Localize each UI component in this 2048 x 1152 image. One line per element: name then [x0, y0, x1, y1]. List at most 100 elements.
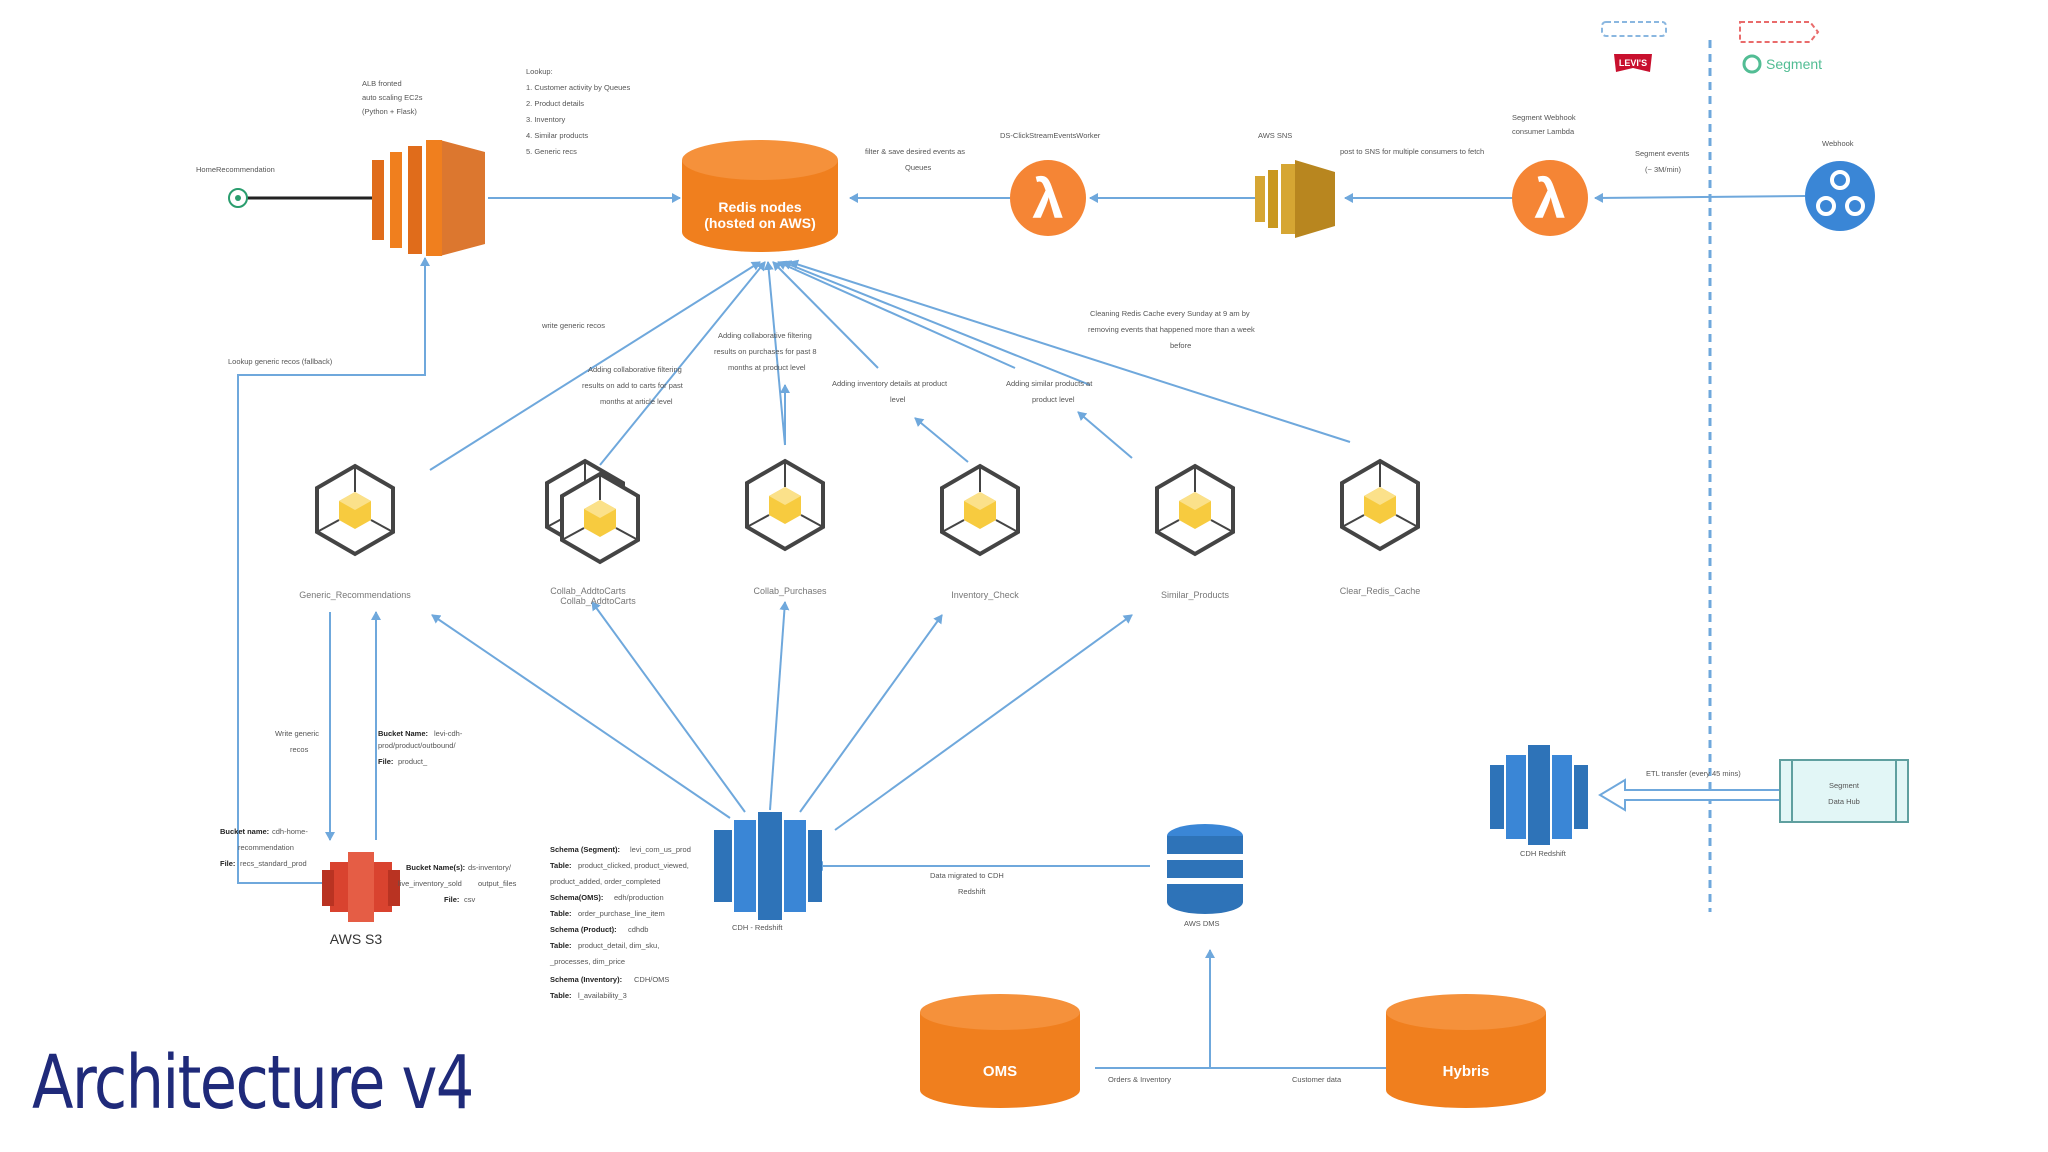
collab-purchase-2: months at product level	[728, 363, 806, 372]
redis-cylinder-icon: Redis nodes (hosted on AWS)	[682, 140, 838, 252]
schema-key-3: Schema(OMS):	[550, 893, 603, 902]
sns-label: AWS SNS	[1258, 131, 1292, 140]
dms-icon	[1167, 824, 1243, 914]
segment-events-0: Segment events	[1635, 149, 1689, 158]
job-collab-addtocarts: Collab_AddtoCarts Collab_AddtoCarts	[545, 459, 640, 606]
write-generic-label: write generic recos	[541, 321, 605, 330]
lookup-5: 5. Generic recs	[526, 147, 577, 156]
write-generic-recs-1: recos	[290, 745, 309, 754]
job-collab-purchases: Collab_Purchases	[745, 459, 827, 596]
collab-add-0: Adding collaborative filtering	[588, 365, 682, 374]
redis-label-0: Redis nodes	[718, 199, 801, 215]
clear-cache-to-redis-arrow	[789, 259, 1351, 443]
bucket-s3-val3: output_files	[478, 879, 517, 888]
redshift-to-inventory-arrow	[799, 614, 943, 813]
lambda-icon-2: λ	[1512, 160, 1588, 236]
job-generic-recommendations: Generic_Recommendations	[299, 464, 411, 600]
svg-text:λ: λ	[1032, 167, 1063, 230]
redshift-right-label: CDH Redshift	[1520, 849, 1567, 858]
schema-val-7: _processes, dim_price	[549, 957, 625, 966]
collab-purchase-1: results on purchases for past 8	[714, 347, 817, 356]
segment-box-1: Data Hub	[1828, 797, 1860, 806]
lambda1-arrow-0: filter & save desired events as	[865, 147, 965, 156]
bucket-right-key: Bucket Name:	[378, 729, 428, 738]
job-label-1: Collab_AddtoCarts	[550, 586, 626, 596]
bucket-s3-val2: live_inventory_sold	[398, 879, 462, 888]
adding-inventory-0: Adding inventory details at product	[832, 379, 948, 388]
redshift-to-generic-arrow	[431, 614, 731, 819]
customer-data-label: Customer data	[1292, 1075, 1342, 1084]
job-clear-redis-cache: Clear_Redis_Cache	[1340, 459, 1421, 596]
sns-icon	[1255, 160, 1335, 238]
svg-text:λ: λ	[1534, 167, 1565, 230]
lambda1-label: DS-ClickStreamEventsWorker	[1000, 131, 1101, 140]
segment-logo: Segment	[1739, 21, 1822, 74]
schema-val-1: product_clicked, product_viewed,	[578, 861, 689, 870]
adding-inventory-1: level	[890, 395, 906, 404]
lambda2-label-0: Segment Webhook	[1512, 113, 1576, 122]
schema-val-3: edh/production	[614, 893, 664, 902]
home-recommendation-node: HomeRecommendation	[196, 165, 275, 208]
redshift-to-collab-add-arrow	[591, 601, 746, 813]
lookup-generic-fallback-arrow	[237, 257, 430, 884]
collab-purchase-0: Adding collaborative filtering	[718, 331, 812, 340]
similar-job-arrow	[1077, 411, 1133, 459]
collab-add-to-redis-arrow	[599, 261, 766, 466]
hybris-label: Hybris	[1443, 1063, 1490, 1080]
bucket-right-val: levi-cdh-	[434, 729, 463, 738]
s3-bucket-icon	[322, 852, 400, 922]
webhook-icon	[1805, 161, 1875, 231]
adding-similar-0: Adding similar products at	[1006, 379, 1093, 388]
schema-val-2: product_added, order_completed	[550, 877, 661, 886]
webhook-to-lambda2-arrow	[1594, 192, 1806, 203]
bucket-s3-val: ds-inventory/	[468, 863, 512, 872]
bucket-left-val2: recommendation	[238, 843, 294, 852]
bucket-left-file: File:	[220, 859, 235, 868]
job-label-5: Clear_Redis_Cache	[1340, 586, 1421, 596]
inventory-to-redis-arrow	[777, 260, 1016, 369]
lambda2-label-1: consumer Lambda	[1512, 127, 1575, 136]
schema-val-0: levi_com_us_prod	[630, 845, 691, 854]
orders-inventory-label: Orders & Inventory	[1108, 1075, 1171, 1084]
alb-label-2: (Python + Flask)	[362, 107, 417, 116]
bucket-s3-file: File:	[444, 895, 459, 904]
levis-logo: LEVI'S	[1601, 21, 1667, 72]
schema-val-4: order_purchase_line_item	[578, 909, 665, 918]
lambda1-arrow-1: Queues	[905, 163, 932, 172]
lambda-icon: λ	[1010, 160, 1086, 236]
home-recommendation-label: HomeRecommendation	[196, 165, 275, 174]
inventory-job-arrow	[914, 417, 969, 463]
adding-similar-1: product level	[1032, 395, 1075, 404]
alb-label-1: auto scaling EC2s	[362, 93, 423, 102]
schema-block: Schema (Segment): levi_com_us_prod Table…	[549, 845, 691, 1000]
schema-key-4: Table:	[550, 909, 572, 918]
lookup-3: 3. Inventory	[526, 115, 565, 124]
bucket-left-key: Bucket name:	[220, 827, 269, 836]
job-label-2: Collab_Purchases	[753, 586, 827, 596]
data-migrated-0: Data migrated to CDH	[930, 871, 1004, 880]
segment-datahub-box: Segment Data Hub	[1779, 759, 1909, 823]
bucket-left-val: cdh-home-	[272, 827, 308, 836]
schema-val-5: cdhdb	[628, 925, 648, 934]
job-label-0: Generic_Recommendations	[299, 590, 411, 600]
webhook-label: Webhook	[1822, 139, 1854, 148]
lookup-1: 1. Customer activity by Queues	[526, 83, 630, 92]
lookup-generic-label: Lookup generic recos (fallback)	[228, 357, 333, 366]
slide-title: Architecture v4	[32, 1040, 474, 1126]
etl-hollow-arrow	[1598, 778, 1781, 812]
lookup-2: 2. Product details	[526, 99, 584, 108]
generic-to-redis-arrow	[429, 261, 761, 471]
write-generic-recs-0: Write generic	[275, 729, 319, 738]
job-inventory-check: Inventory_Check	[940, 464, 1020, 600]
redshift-main-label: CDH - Redshift	[732, 923, 783, 932]
etl-label: ETL transfer (every 45 mins)	[1646, 769, 1741, 778]
redshift-icon-right	[1490, 745, 1588, 845]
schema-val-6: product_detail, dim_sku,	[578, 941, 659, 950]
segment-box-0: Segment	[1829, 781, 1860, 790]
sns-arrow-label: post to SNS for multiple consumers to fe…	[1340, 147, 1484, 156]
s3-label: AWS S3	[330, 931, 383, 947]
collab-purchase-to-redis-arrow	[763, 261, 786, 446]
bucket-right-val2: prod/product/outbound/	[378, 741, 456, 750]
oms-database-icon: OMS	[920, 994, 1080, 1108]
